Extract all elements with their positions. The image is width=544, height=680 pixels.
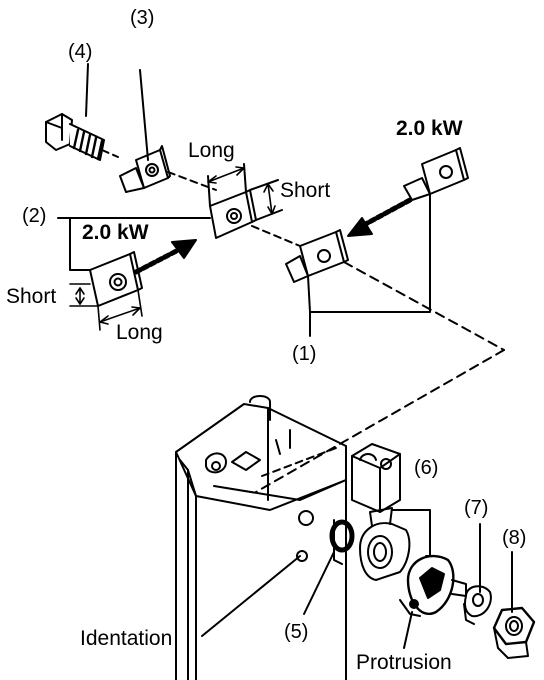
bolt	[45, 113, 119, 161]
center-plate	[207, 163, 283, 239]
label-long-top: Long	[188, 139, 235, 162]
label-part-8: (8)	[502, 527, 527, 549]
label-kw-left: 2.0 kW	[82, 221, 149, 244]
label-short-left: Short	[6, 285, 57, 308]
label-part-1: (1)	[292, 343, 317, 365]
coupling-housing	[359, 507, 411, 581]
label-part-6: (6)	[414, 457, 439, 479]
label-kw-right: 2.0 kW	[396, 117, 463, 140]
main-housing	[175, 395, 347, 680]
label-part-3: (3)	[130, 7, 155, 29]
valve-block	[351, 443, 401, 513]
protrusion-disc	[399, 554, 467, 617]
washer	[463, 585, 492, 625]
label-part-2: (2)	[22, 205, 47, 227]
label-protrusion: Protrusion	[356, 651, 452, 674]
label-long-bottom: Long	[116, 321, 163, 344]
left-plate	[57, 217, 211, 331]
arrow-left	[133, 239, 197, 275]
bracket-3	[119, 145, 171, 193]
label-short-top: Short	[280, 179, 331, 202]
label-part-7: (7)	[464, 497, 489, 519]
label-part-4: (4)	[68, 41, 93, 63]
arrow-right	[347, 197, 413, 237]
label-identation: Identation	[80, 627, 173, 650]
label-part-5: (5)	[284, 621, 309, 643]
o-ring	[329, 519, 355, 553]
right-plate-lower	[285, 229, 349, 283]
right-plate-upper	[403, 147, 469, 201]
nut	[492, 606, 536, 659]
